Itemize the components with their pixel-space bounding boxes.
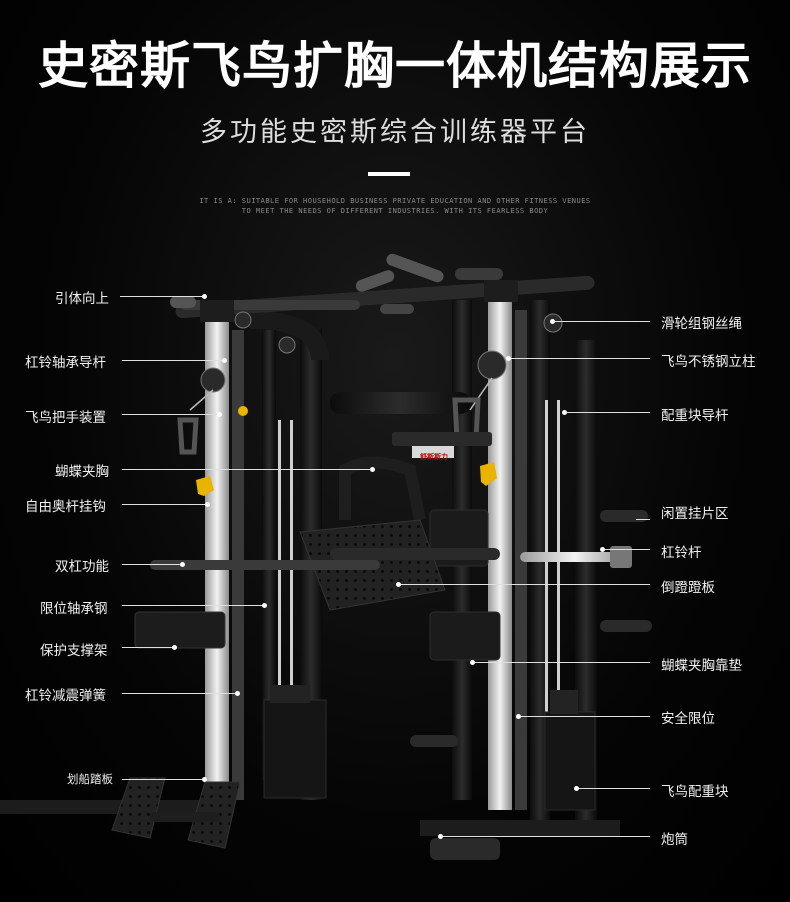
callout-safety-limit: 安全限位 [661, 711, 715, 727]
callout-line [122, 469, 370, 470]
callout-dot [550, 319, 555, 324]
callout-dot [202, 777, 207, 782]
rowing-pedals [111, 777, 241, 849]
callout-line [122, 564, 180, 565]
callout-rowing-pedal: 划船踏板 [67, 772, 113, 786]
callout-weight-guide-rod: 配重块导杆 [661, 408, 729, 424]
callout-dot [172, 645, 177, 650]
callout-dot [180, 562, 185, 567]
callout-shock-spring: 杠铃减震弹簧 [25, 688, 106, 704]
callout-dot [202, 294, 207, 299]
callout-butterfly-pad: 蝴蝶夹胸靠垫 [661, 658, 742, 674]
callout-line [122, 504, 205, 505]
callout-line [122, 779, 202, 780]
callout-dot [222, 358, 227, 363]
callout-line [122, 647, 172, 648]
callout-limit-steel: 限位轴承钢 [40, 601, 108, 617]
callout-line [579, 788, 650, 789]
callout-line [636, 519, 650, 520]
barbell [150, 510, 652, 747]
callout-butterfly: 蝴蝶夹胸 [55, 464, 109, 480]
callout-barbell-bar: 杠铃杆 [661, 545, 702, 561]
callout-olympic-hook: 自由奥杆挂钩 [25, 499, 106, 515]
callout-line [555, 321, 650, 322]
callout-dot [396, 582, 401, 587]
callout-dot [262, 603, 267, 608]
callout-dot [506, 356, 511, 361]
callout-stainless-column: 飞鸟不锈钢立柱 [661, 354, 756, 370]
callout-dot [235, 691, 240, 696]
callout-dot [562, 410, 567, 415]
callout-barbell-guide-rod: 杠铃轴承导杆 [25, 355, 106, 371]
callout-leg-press-plate: 倒蹬蹬板 [661, 580, 715, 596]
callout-line [567, 412, 650, 413]
callout-line [401, 584, 650, 585]
callout-dip-bars: 双杠功能 [55, 559, 109, 575]
callout-safety-support: 保护支撑架 [40, 643, 108, 659]
page-title: 史密斯飞鸟扩胸一体机结构展示 [38, 37, 752, 95]
callout-line [122, 693, 235, 694]
callout-line [511, 358, 650, 359]
callout-line [120, 296, 202, 297]
callout-line [122, 360, 222, 361]
callout-line [605, 549, 650, 550]
tagline: IT IS A: SUITABLE FOR HOUSEHOLD BUSINESS… [0, 196, 790, 216]
callout-dot [516, 714, 521, 719]
callout-dot [217, 412, 222, 417]
callout-plate-storage: 闲置挂片区 [661, 506, 729, 522]
callout-dot [470, 660, 475, 665]
callout-fly-handle: 飞鸟把手装置 [25, 410, 106, 426]
brand-plate-text: 舒斯斯力 [420, 453, 448, 461]
callout-pullup: 引体向上 [55, 291, 109, 307]
callout-line [521, 716, 650, 717]
weight-stacks [263, 685, 596, 811]
tagline-line-2: TO MEET THE NEEDS OF DIFFERENT INDUSTRIE… [241, 207, 549, 215]
callout-line [122, 605, 262, 606]
callout-line [475, 662, 650, 663]
callout-pulley-cable: 滑轮组钢丝绳 [661, 316, 742, 332]
callout-plate-post: 炮筒 [661, 832, 688, 848]
callout-fly-weight-stack: 飞鸟配重块 [661, 784, 729, 800]
callout-dot [370, 467, 375, 472]
olympic-hooks [196, 406, 497, 496]
callout-dot [574, 786, 579, 791]
title-divider [368, 172, 410, 176]
callout-line [122, 414, 217, 415]
tagline-line-1: IT IS A: SUITABLE FOR HOUSEHOLD BUSINESS… [199, 197, 591, 205]
callout-dot [438, 834, 443, 839]
callout-dot [600, 547, 605, 552]
page-subtitle: 多功能史密斯综合训练器平台 [200, 117, 590, 148]
callout-line [443, 836, 650, 837]
callout-dot [205, 502, 210, 507]
